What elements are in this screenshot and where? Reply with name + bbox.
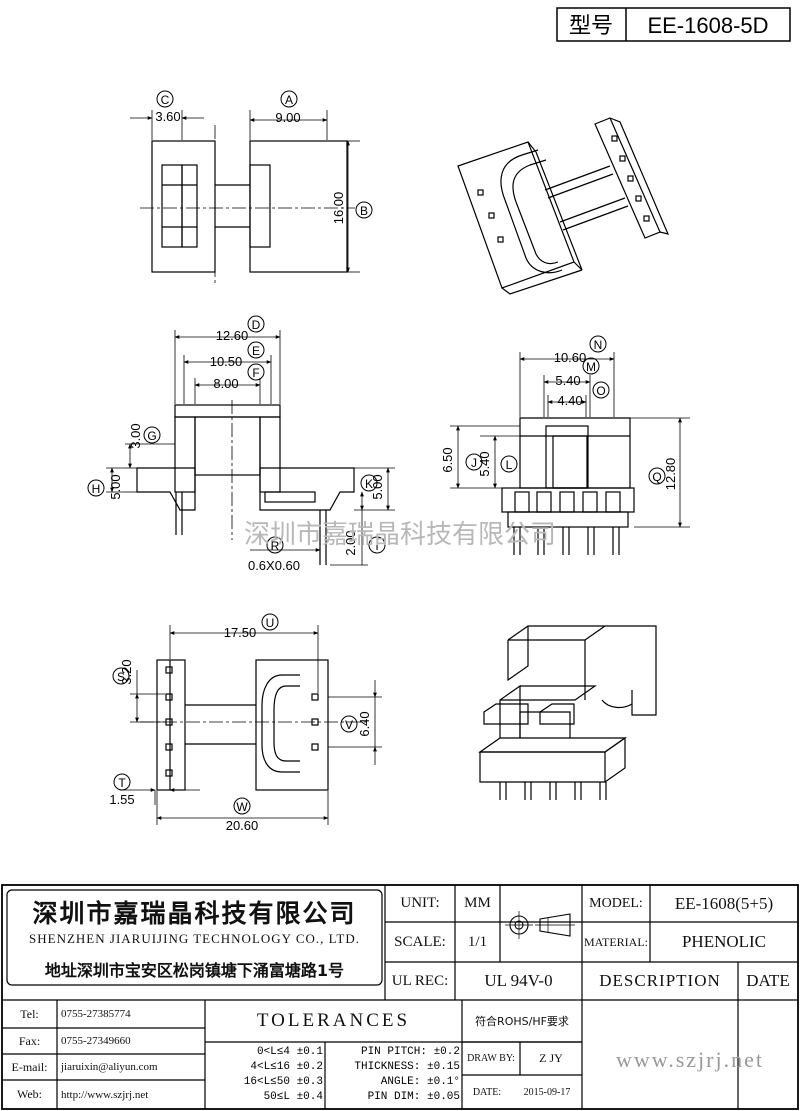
description-label: DESCRIPTION <box>599 971 721 990</box>
dim-U: 17.50 <box>224 625 257 640</box>
date-label: DATE: <box>472 1086 502 1098</box>
label-C: C <box>161 93 170 107</box>
unit-label: UNIT: <box>400 895 440 911</box>
dim-N: 10.60 <box>554 350 587 365</box>
dim-C: 3.60 <box>155 109 180 124</box>
label-J: J <box>471 456 477 470</box>
tolerances-label: TOLERANCES <box>256 1010 411 1031</box>
label-T: T <box>118 776 126 790</box>
web-label: Web: <box>16 1087 43 1101</box>
label-S: S <box>117 670 125 684</box>
fax-value: 0755-27349660 <box>61 1035 131 1047</box>
dim-A: 9.00 <box>275 110 300 125</box>
projection-symbol-icon <box>505 911 575 939</box>
label-M: M <box>586 360 596 374</box>
tel-label: Tel: <box>20 1006 39 1021</box>
side-view <box>450 335 690 555</box>
label-W: W <box>236 800 248 814</box>
ul-rec-label: UL REC: <box>391 972 449 989</box>
company-address: 地址深圳市宝安区松岗镇塘下涌富塘路1号 <box>44 961 345 980</box>
rohs-note: 符合ROHS/HF要求 <box>475 1015 569 1028</box>
fax-label: Fax: <box>18 1033 41 1048</box>
company-name-cn: 深圳市嘉瑞晶科技有限公司 <box>32 899 357 928</box>
dim-M: 5.40 <box>555 373 580 388</box>
scale-value: 1/1 <box>467 933 488 950</box>
email-label: E-mail: <box>11 1059 48 1074</box>
dim-K: 5.00 <box>370 474 385 499</box>
pin-line: ANGLE: ±0.1° <box>380 1076 460 1088</box>
draw-by-value: Z JY <box>539 1051 563 1065</box>
front-view <box>87 315 395 566</box>
dim-H: 5.00 <box>108 474 123 499</box>
label-A: A <box>285 93 293 107</box>
pin-line: PIN PITCH: ±0.2 <box>360 1046 460 1058</box>
label-F: F <box>252 366 259 380</box>
dim-J: 6.50 <box>440 447 455 472</box>
dim-R: 0.6X0.60 <box>248 558 300 573</box>
dim-L: 5.40 <box>477 451 492 476</box>
web-value[interactable]: http://www.szjrj.net <box>61 1088 149 1101</box>
label-I: I <box>375 539 378 553</box>
model-label: MODEL: <box>589 895 643 911</box>
dim-B: 16.00 <box>331 192 346 225</box>
dim-F: 8.00 <box>213 376 238 391</box>
material-value: PHENOLIC <box>681 932 767 951</box>
model-box-label: 型号 <box>569 13 613 38</box>
label-K: K <box>365 477 373 491</box>
model-value: EE-1608(5+5) <box>674 893 774 913</box>
company-name-en: SHENZHEN JIARUIJING TECHNOLOGY CO., LTD. <box>29 931 360 946</box>
tolerance-line: 16<L≤50 ±0.3 <box>243 1076 323 1088</box>
unit-value: MM <box>464 895 491 911</box>
label-H: H <box>92 482 101 496</box>
model-box: 型号 EE-1608-5D <box>556 7 791 42</box>
dim-D: 12.60 <box>216 328 249 343</box>
dim-O: 4.40 <box>557 393 582 408</box>
title-block-grid <box>1 884 799 1110</box>
label-R: R <box>271 539 280 553</box>
model-box-value: EE-1608-5D <box>647 13 768 38</box>
dim-Q: 12.80 <box>663 458 678 491</box>
label-G: G <box>147 429 156 443</box>
email-value[interactable]: jiaruixin@aliyun.com <box>61 1061 158 1073</box>
ul-rec-value: UL 94V-0 <box>484 971 553 990</box>
label-L: L <box>506 458 513 472</box>
watermark: 深圳市嘉瑞晶科技有限公司 <box>244 519 556 549</box>
dim-I: 2.00 <box>343 530 358 555</box>
label-U: U <box>266 616 275 630</box>
date-value: 2015-09-17 <box>523 1086 571 1098</box>
dim-W: 20.60 <box>226 818 259 833</box>
label-N: N <box>594 338 603 352</box>
dim-T: 1.55 <box>109 792 134 807</box>
date-header-label: DATE <box>746 971 790 990</box>
draw-by-label: DRAW BY: <box>467 1053 515 1064</box>
dim-E: 10.50 <box>210 354 243 369</box>
pin-line: THICKNESS: ±0.15 <box>354 1061 460 1073</box>
isometric-view-bottom <box>478 625 657 800</box>
label-B: B <box>360 204 368 218</box>
bottom-view <box>112 613 382 825</box>
label-D: D <box>252 318 261 332</box>
website-watermark[interactable]: www.szjrj.net <box>616 1047 764 1072</box>
dim-S: 3.20 <box>119 659 134 684</box>
dim-G: 3.00 <box>128 423 143 448</box>
tolerance-line: 50≤L ±0.4 <box>263 1091 323 1103</box>
scale-label: SCALE: <box>394 933 446 950</box>
label-E: E <box>252 344 260 358</box>
dim-V: 6.40 <box>357 711 372 736</box>
label-Q: Q <box>652 470 661 484</box>
tolerance-lines: 0<L≤4 ±0.1 4<L≤16 ±0.2 16<L≤50 ±0.3 50≤L… <box>208 1045 323 1105</box>
tolerance-line: 0<L≤4 ±0.1 <box>256 1046 323 1058</box>
pin-tolerance-lines: PIN PITCH: ±0.2 THICKNESS: ±0.15 ANGLE: … <box>326 1045 460 1105</box>
top-view <box>130 90 373 285</box>
material-label: MATERIAL: <box>584 934 648 949</box>
pin-line: PIN DIM: ±0.05 <box>367 1091 460 1103</box>
tel-value: 0755-27385774 <box>61 1008 131 1020</box>
label-V: V <box>345 718 353 732</box>
isometric-view-top <box>457 117 670 295</box>
label-O: O <box>596 384 605 398</box>
tolerance-line: 4<L≤16 ±0.2 <box>250 1061 323 1073</box>
